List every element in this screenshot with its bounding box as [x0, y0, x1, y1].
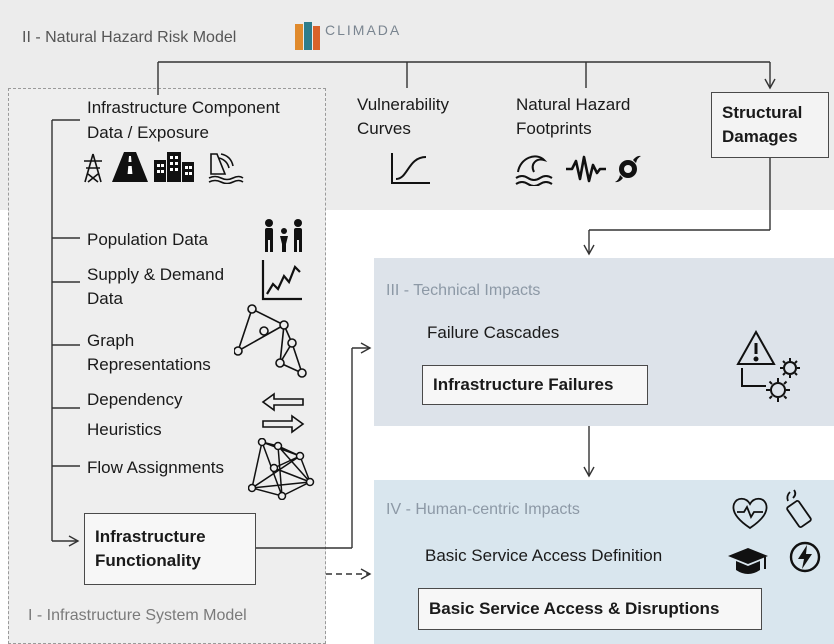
graph-icon [233, 303, 314, 384]
people-icon [262, 218, 306, 259]
heart-pulse-icon [731, 496, 769, 535]
supply-demand-label-line1: Supply & Demand [87, 265, 225, 284]
graph-label-line1: Graph [87, 331, 135, 350]
curve-icon [390, 151, 432, 190]
trend-chart-icon [260, 258, 304, 307]
dependency-label-line1: Dependency [87, 390, 183, 409]
vulnerability-label-line2: Curves [357, 119, 411, 138]
graph-label-line2: Representations [87, 355, 211, 374]
damages-label-line1: Structural [722, 103, 803, 122]
risk-model-title: II - Natural Hazard Risk Model [22, 29, 237, 46]
human-centric-title: IV - Human-centric Impacts [386, 501, 580, 518]
climada-logo-text: CLIMADA [325, 22, 402, 38]
warning-gears-icon [736, 329, 804, 411]
cyclone-icon [615, 155, 641, 188]
footprints-label-line1: Natural Hazard [516, 95, 631, 114]
vulnerability-label-line1: Vulnerability [357, 95, 449, 114]
service-definition-label: Basic Service Access Definition [425, 546, 663, 565]
structural-damages-box: Structural Damages [711, 92, 829, 158]
component-label-line2: Data / Exposure [87, 123, 209, 142]
functionality-label-line1: Infrastructure [95, 527, 206, 546]
building-icon [152, 150, 196, 189]
climada-logo-icon [293, 20, 323, 57]
technical-impacts-title: III - Technical Impacts [386, 282, 541, 299]
lightning-icon [788, 540, 822, 579]
phone-icon [784, 488, 822, 535]
dependency-label-line2: Heuristics [87, 420, 162, 439]
flow-assignments-label: Flow Assignments [87, 458, 224, 477]
system-model-title: I - Infrastructure System Model [28, 607, 247, 624]
failure-cascades-label: Failure Cascades [427, 323, 560, 342]
graduation-cap-icon [726, 546, 770, 585]
network-icon [247, 437, 316, 505]
road-icon [110, 150, 150, 189]
damages-label-line2: Damages [722, 127, 798, 146]
footprints-label-line2: Footprints [516, 119, 592, 138]
supply-demand-label-line2: Data [87, 289, 123, 308]
infrastructure-functionality-box: Infrastructure Functionality [84, 513, 256, 585]
dam-icon [207, 150, 245, 189]
power-tower-icon [80, 152, 106, 189]
population-data-label: Population Data [87, 230, 208, 249]
functionality-label-line2: Functionality [95, 551, 201, 570]
flood-wave-icon [514, 152, 558, 191]
disruptions-label: Basic Service Access & Disruptions [429, 599, 720, 618]
arrows-exchange-icon [260, 392, 306, 439]
seismic-icon [564, 155, 608, 188]
component-label-line1: Infrastructure Component [87, 98, 280, 117]
infrastructure-failures-box: Infrastructure Failures [422, 365, 648, 405]
service-disruptions-box: Basic Service Access & Disruptions [418, 588, 762, 630]
failures-label: Infrastructure Failures [433, 375, 614, 394]
